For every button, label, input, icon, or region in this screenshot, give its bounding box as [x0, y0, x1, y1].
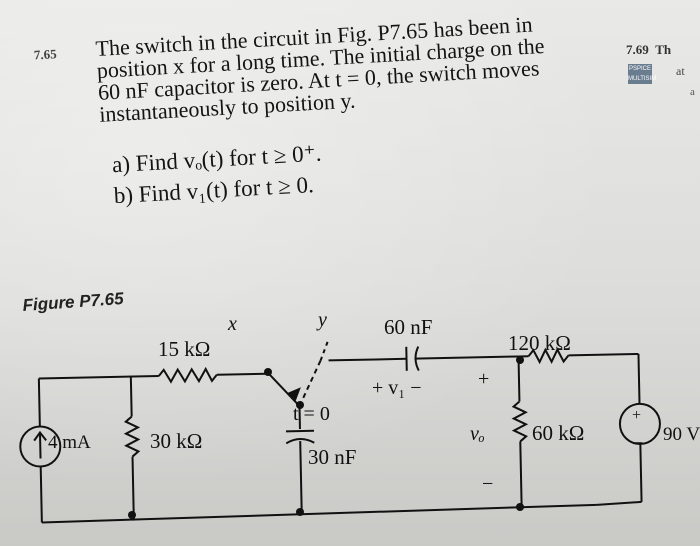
wire-bottom-right — [596, 500, 642, 506]
wire-vsrc-top — [637, 353, 641, 404]
cap30-plate-1 — [285, 429, 315, 433]
vsrc-plus: + — [632, 407, 641, 424]
node-switch-pivot — [296, 401, 304, 409]
label-30k: 30 kΩ — [150, 429, 202, 453]
resistor-120k — [527, 347, 570, 365]
label-120k: 120 kΩ — [508, 331, 571, 355]
node-bottom-60k — [516, 503, 524, 511]
label-minus: − — [482, 473, 493, 495]
next-problem-fragment: at — [676, 64, 685, 78]
node-bottom-30k — [128, 511, 136, 519]
wire-bottom — [41, 503, 597, 524]
wire-vsrc-bottom — [639, 443, 643, 502]
label-90V: 90 V — [663, 424, 700, 445]
wire-120k-right — [568, 352, 639, 357]
wire-60k-top — [517, 356, 521, 402]
next-problem-number: 7.69 Th — [626, 42, 672, 57]
next-problem-fragment-2: a — [690, 86, 695, 98]
current-source-arrow — [39, 434, 42, 459]
wire-top-left — [38, 374, 159, 380]
resistor-15k — [158, 366, 218, 384]
label-4mA: 4 mA — [48, 432, 91, 453]
switch-blade — [268, 373, 301, 407]
label-v1: + v₁ − — [372, 377, 422, 399]
label-30nF: 30 nF — [308, 445, 356, 469]
label-switch-x: x — [227, 313, 237, 335]
switch-arrow — [287, 387, 301, 401]
vsrc-minus: − — [634, 435, 643, 452]
node-top-right — [516, 356, 524, 364]
wire-src-top — [37, 378, 41, 427]
wire-60nF-to-node — [414, 355, 519, 360]
node-bottom-30nF — [296, 508, 304, 516]
cap60-plate-1 — [405, 346, 408, 371]
label-60k: 60 kΩ — [532, 421, 584, 445]
resistor-60k — [511, 400, 529, 443]
current-source-symbol — [19, 425, 62, 468]
wire-30k-top — [129, 376, 133, 417]
switch-path-y — [298, 360, 322, 407]
wire-to-switch-x — [216, 372, 267, 376]
label-plus: + — [478, 368, 489, 390]
current-source-arrowhead — [33, 430, 47, 442]
resistor-30k — [123, 415, 141, 458]
label-15k: 15 kΩ — [158, 337, 210, 361]
cap30-plate-2 — [285, 438, 315, 445]
wire-to-60nF — [328, 357, 407, 362]
label-60nF: 60 nF — [384, 315, 432, 339]
switch-path-y-2 — [319, 340, 330, 361]
pspice-multisim-icon: PSPICE MULTISIM — [628, 64, 657, 84]
node-switch-x — [264, 368, 272, 376]
wire-60k-bottom — [519, 441, 523, 507]
label-switch-y: y — [316, 309, 327, 331]
wire-src-bottom — [39, 466, 43, 523]
wire-30nF-bottom — [299, 441, 303, 516]
label-switch-time: t = 0 — [293, 403, 330, 425]
wire-30k-bottom — [131, 456, 135, 521]
label-vo: vₒ — [470, 423, 485, 445]
